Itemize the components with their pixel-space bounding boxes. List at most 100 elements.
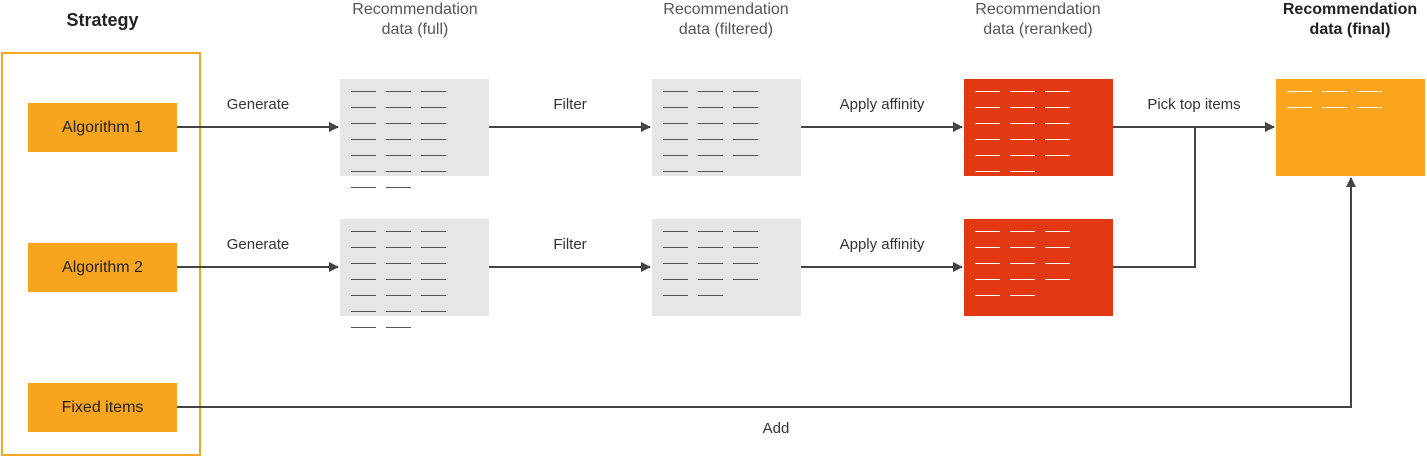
record-line xyxy=(1045,247,1070,248)
label-add: Add xyxy=(762,420,790,437)
record-line xyxy=(1010,91,1035,92)
record-line xyxy=(351,155,376,156)
record-line xyxy=(386,123,411,124)
record-line xyxy=(663,231,688,232)
label-filter-2: Filter xyxy=(553,236,587,253)
record-line xyxy=(351,279,376,280)
header-full: Recommendation data (full) xyxy=(352,1,478,38)
record-line xyxy=(663,171,688,172)
record-line xyxy=(421,263,446,264)
record-line xyxy=(698,91,723,92)
record-line xyxy=(351,295,376,296)
record-line xyxy=(1045,263,1070,264)
record-line xyxy=(975,107,1000,108)
record-line xyxy=(1287,107,1312,108)
record-line xyxy=(386,247,411,248)
record-line xyxy=(1357,91,1382,92)
record-line xyxy=(1010,263,1035,264)
label-filter-1: Filter xyxy=(553,96,587,113)
record-line xyxy=(975,171,1000,172)
record-line xyxy=(1045,91,1070,92)
record-line xyxy=(663,107,688,108)
record-line xyxy=(351,311,376,312)
record-line xyxy=(351,247,376,248)
record-line xyxy=(421,295,446,296)
label-generate-1: Generate xyxy=(226,96,290,113)
record-line xyxy=(733,139,758,140)
record-line xyxy=(386,295,411,296)
label-pick-top: Pick top items xyxy=(1147,96,1241,113)
record-line xyxy=(663,247,688,248)
record-line xyxy=(1010,123,1035,124)
record-line xyxy=(1045,107,1070,108)
record-line xyxy=(975,91,1000,92)
record-line xyxy=(698,123,723,124)
record-line xyxy=(733,263,758,264)
record-line xyxy=(698,107,723,108)
record-line xyxy=(975,231,1000,232)
record-line xyxy=(663,139,688,140)
record-line xyxy=(386,327,411,328)
record-line xyxy=(386,311,411,312)
recommendation-reranked-1 xyxy=(964,79,1113,176)
record-line xyxy=(733,247,758,248)
record-line xyxy=(386,171,411,172)
record-line xyxy=(733,155,758,156)
record-line xyxy=(421,231,446,232)
record-line xyxy=(1010,139,1035,140)
header-reranked: Recommendation data (reranked) xyxy=(975,1,1101,38)
record-line xyxy=(351,231,376,232)
record-line xyxy=(421,247,446,248)
recommendation-full-1 xyxy=(340,79,489,188)
record-line xyxy=(386,263,411,264)
record-line xyxy=(663,155,688,156)
record-line xyxy=(663,263,688,264)
record-line xyxy=(1322,91,1347,92)
record-line xyxy=(1045,155,1070,156)
record-line xyxy=(1287,91,1312,92)
header-final: Recommendation data (final) xyxy=(1282,1,1418,38)
record-line xyxy=(386,107,411,108)
record-line xyxy=(421,311,446,312)
recommendation-full-2 xyxy=(340,219,489,328)
record-line xyxy=(663,279,688,280)
record-line xyxy=(386,279,411,280)
strategy-title: Strategy xyxy=(66,10,139,30)
record-line xyxy=(351,123,376,124)
fixed-items-box: Fixed items xyxy=(28,383,177,432)
record-line xyxy=(1045,123,1070,124)
record-line xyxy=(975,139,1000,140)
algorithm-2-box: Algorithm 2 xyxy=(28,243,177,292)
record-line xyxy=(698,231,723,232)
recommendation-final xyxy=(1276,79,1425,176)
record-line xyxy=(1010,155,1035,156)
record-line xyxy=(1010,279,1035,280)
record-line xyxy=(351,91,376,92)
record-line xyxy=(975,279,1000,280)
record-line xyxy=(663,295,688,296)
record-line xyxy=(975,123,1000,124)
record-line xyxy=(1045,231,1070,232)
record-line xyxy=(421,91,446,92)
record-line xyxy=(1045,139,1070,140)
record-line xyxy=(975,263,1000,264)
record-line xyxy=(698,263,723,264)
record-line xyxy=(1010,295,1035,296)
algorithm-1-box: Algorithm 1 xyxy=(28,103,177,152)
record-line xyxy=(698,279,723,280)
record-line xyxy=(351,171,376,172)
record-line xyxy=(386,187,411,188)
record-line xyxy=(351,263,376,264)
record-line xyxy=(421,279,446,280)
record-line xyxy=(1010,171,1035,172)
record-line xyxy=(975,155,1000,156)
record-line xyxy=(733,91,758,92)
label-generate-2: Generate xyxy=(226,236,290,253)
record-line xyxy=(663,91,688,92)
record-line xyxy=(663,123,688,124)
arrow-add xyxy=(177,177,1356,408)
record-line xyxy=(421,139,446,140)
record-line xyxy=(733,107,758,108)
strategy-frame xyxy=(1,52,201,456)
merge-line xyxy=(1113,127,1196,268)
